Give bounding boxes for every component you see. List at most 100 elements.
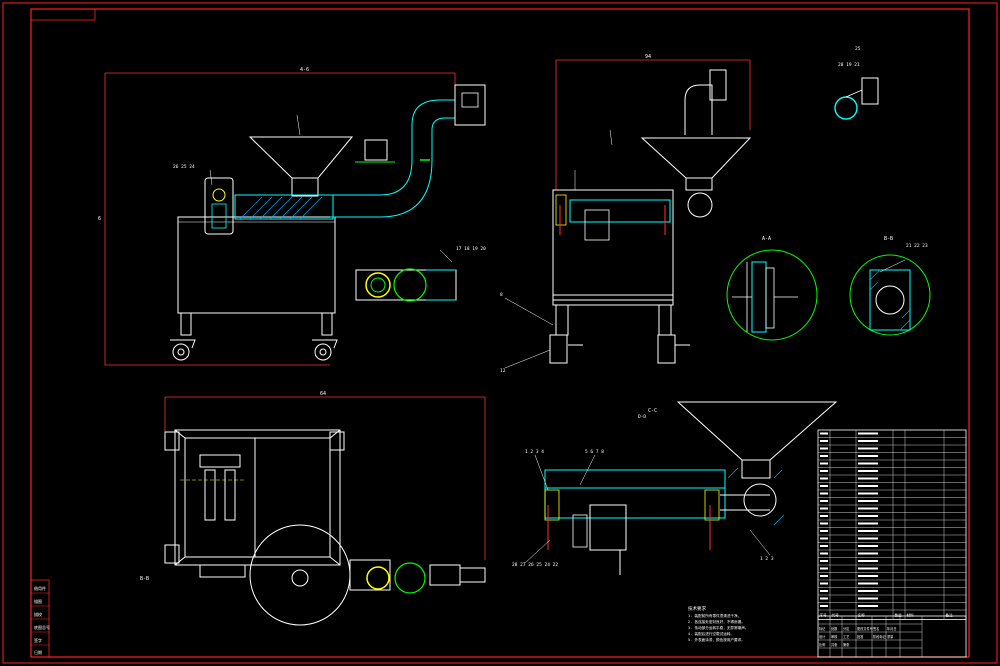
parts-row-marker (820, 552, 828, 555)
callout-label: 28 27 26 25 24 22 (512, 562, 558, 568)
parts-row-marker (820, 485, 828, 487)
detail-circle-b: B-B 21 22 23 (849, 236, 931, 336)
title-block-cell: 重量 (887, 634, 894, 639)
title-block-cell: 标记 (819, 626, 826, 631)
parts-row-marker (858, 447, 878, 450)
parts-row-marker (858, 492, 878, 495)
callout-label: 1 2 3 (760, 556, 774, 562)
parts-row-marker (820, 432, 828, 435)
parts-row-marker (858, 545, 878, 547)
parts-row-marker (820, 545, 828, 547)
parts-row-marker (820, 477, 828, 480)
title-block-cell: 阶段标记 (873, 634, 887, 639)
callout-label: 20 19 21 (838, 62, 860, 68)
parts-table-header: 备注 (946, 613, 954, 618)
parts-row-marker (820, 582, 828, 585)
title-block-cell: 年月日 (887, 626, 897, 631)
callout-label: 25 (855, 46, 861, 52)
parts-table-header: 代号 (832, 613, 840, 618)
note-line: 5. 外表面涂漆，颜色按用户要求。 (688, 637, 745, 642)
parts-row-marker (820, 447, 828, 450)
note-line: 1. 装配前所有零件须清洗干净。 (688, 613, 741, 618)
detail-top-right: 25 20 19 21 (834, 46, 879, 120)
callout-label: 21 22 23 (906, 243, 928, 249)
parts-row-marker (820, 507, 828, 510)
parts-row-marker (820, 515, 828, 517)
parts-row-marker (820, 522, 828, 525)
parts-table-header: 名称 (858, 613, 866, 618)
parts-table-header: 数量 (895, 613, 903, 618)
parts-row-marker (858, 582, 878, 585)
parts-row-marker (820, 567, 828, 570)
parts-table-header: 序号 (820, 613, 828, 618)
parts-row-marker (858, 605, 878, 607)
note-line: 2. 各连接处密封良好，不得渗漏。 (688, 619, 745, 624)
dim-label: 64 (320, 391, 326, 397)
technical-notes: 技术要求 1. 装配前所有零件须清洗干净。 2. 各连接处密封良好，不得渗漏。 … (688, 605, 748, 642)
parts-row-marker (820, 575, 828, 577)
section-view-small: 17 18 19 20 (355, 246, 486, 302)
side-view-dimensions (104, 72, 456, 366)
dim-label: 4-6 (300, 67, 309, 73)
dim-label: 6 (98, 216, 101, 222)
parts-row-marker (858, 567, 878, 570)
parts-row-marker (820, 590, 828, 592)
top-view: 64 B-B (140, 391, 486, 626)
title-block: 标记处数分区更改文件号签名年月日设计审核工艺批准阶段标记重量比例共张第张 (817, 615, 967, 658)
note-line: 4. 装配后进行空载试运转。 (688, 631, 734, 636)
parts-row-marker (858, 432, 878, 435)
view-label: C-C (648, 408, 657, 414)
parts-row-marker (858, 560, 878, 562)
parts-row-marker (820, 537, 828, 540)
strip-text: 描校 (34, 611, 42, 617)
callout-label: 1 2 3 4 (525, 449, 544, 455)
callout-label: 17 18 19 20 (456, 246, 486, 252)
parts-row-marker (820, 440, 828, 442)
parts-row-marker (858, 477, 878, 480)
title-block-cell: 工艺 (843, 634, 849, 639)
title-block-cell: 比例 (819, 642, 825, 647)
strip-text: 描图 (34, 598, 42, 604)
callout-label: 26 25 24 (173, 164, 195, 170)
strip-text: 日期 (34, 649, 42, 655)
parts-row-marker (820, 530, 828, 532)
title-block-cell: 批准 (857, 634, 864, 639)
parts-row-marker (858, 462, 878, 465)
parts-row-marker (858, 455, 878, 457)
parts-row-marker (858, 500, 878, 502)
parts-row-marker (820, 462, 828, 465)
section-view-main: C-C D-D 1 2 3 4 5 6 7 8 28 27 26 25 24 2… (512, 401, 838, 575)
callout-label: 8 (500, 292, 503, 298)
parts-row-marker (820, 492, 828, 495)
parts-row-marker (858, 597, 878, 600)
detail-label: A-A (762, 236, 771, 242)
title-block-cell: 签名 (873, 626, 879, 631)
title-block-cell: 更改文件号 (857, 626, 873, 631)
detail-circle-a: A-A (726, 236, 818, 341)
parts-row-marker (820, 500, 828, 502)
parts-table-header: 材料 (907, 613, 915, 618)
parts-row-marker (820, 455, 828, 457)
title-block-cell: 第张 (843, 642, 850, 647)
parts-row-marker (858, 530, 878, 532)
view-label: D-D (638, 414, 646, 420)
parts-row-marker (858, 485, 878, 487)
parts-row-marker (820, 470, 828, 472)
detail-label: B-B (884, 236, 893, 242)
title-block-cell: 共张 (831, 642, 838, 647)
dim-label: 94 (645, 54, 651, 60)
parts-row-marker (820, 597, 828, 600)
parts-row-marker (858, 440, 878, 442)
parts-row-marker (858, 522, 878, 525)
front-view-dimensions (555, 59, 751, 190)
front-view: 94 8 12 (500, 54, 752, 374)
view-label: B-B (140, 576, 149, 582)
parts-table-border (817, 429, 967, 620)
parts-row-marker (820, 605, 828, 607)
title-block-cell: 处数 (831, 626, 838, 631)
strip-text: 底图总号 (34, 624, 50, 630)
parts-row-marker (820, 560, 828, 562)
left-binding-strip: 借用件 描图 描校 底图总号 签字 日期 (30, 579, 50, 658)
